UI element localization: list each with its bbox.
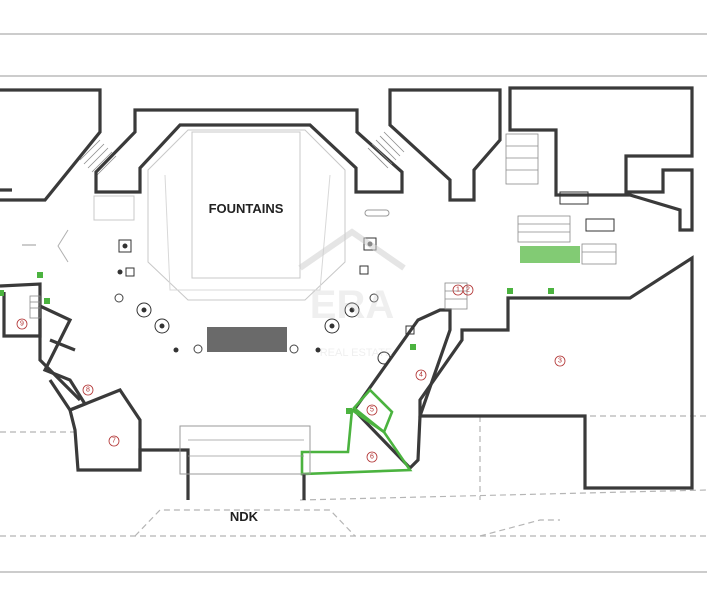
unit-label-6: 6: [366, 451, 378, 463]
green-planter: [520, 246, 580, 263]
unit-3-outline: [418, 255, 694, 490]
svg-text:3: 3: [558, 358, 562, 365]
unit-label-1: 1: [452, 284, 464, 296]
era-watermark: ERA REAL ESTATE: [298, 228, 406, 359]
stairs-top-left: [79, 139, 117, 177]
unit-label-7: 7: [108, 435, 120, 447]
unit-label-2: 2: [462, 284, 474, 296]
unit-label-3: 3: [554, 355, 566, 367]
unit-8-outline: [39, 304, 88, 412]
escalator-right: [505, 133, 539, 185]
svg-text:5: 5: [370, 407, 374, 414]
unit-7-outline: [68, 388, 142, 472]
unit-label-4: 4: [415, 369, 427, 381]
seating-clusters: [118, 191, 615, 365]
stairs-left: [29, 295, 41, 319]
south-entrance: NDK: [138, 425, 311, 524]
svg-text:9: 9: [20, 321, 24, 328]
fountain-basin: [207, 327, 287, 352]
svg-text:1: 1: [456, 287, 460, 294]
green-markers: [0, 272, 554, 414]
unit-label-8: 8: [82, 384, 94, 396]
unit-label-9: 9: [16, 318, 28, 330]
svg-text:6: 6: [370, 454, 374, 461]
svg-text:2: 2: [466, 287, 470, 294]
central-building-block: [94, 108, 404, 194]
left-wing-wall: [38, 306, 82, 402]
fountains-label: FOUNTAINS: [209, 201, 284, 216]
unit-label-5: 5: [366, 404, 378, 416]
building-block-far-right: [508, 86, 694, 232]
unit-4-outline: [351, 308, 452, 471]
stairs-right: [517, 215, 617, 265]
svg-text:4: 4: [419, 372, 423, 379]
fountain-area: FOUNTAINS: [114, 129, 379, 354]
svg-text:7: 7: [112, 438, 116, 445]
stairs-top-right: [367, 131, 405, 169]
building-block-top-right: [388, 88, 502, 202]
building-block-top-left: [0, 88, 102, 202]
direction-arrow-icon: [57, 229, 69, 263]
unit-6-outline: [300, 407, 413, 476]
unit-labels: 1 2 3 4 5 6 7 8 9: [16, 284, 566, 463]
svg-text:8: 8: [86, 387, 90, 394]
watermark-brand: ERA: [310, 283, 394, 327]
ndk-label: NDK: [230, 509, 259, 524]
watermark-tagline: REAL ESTATE: [320, 347, 393, 359]
